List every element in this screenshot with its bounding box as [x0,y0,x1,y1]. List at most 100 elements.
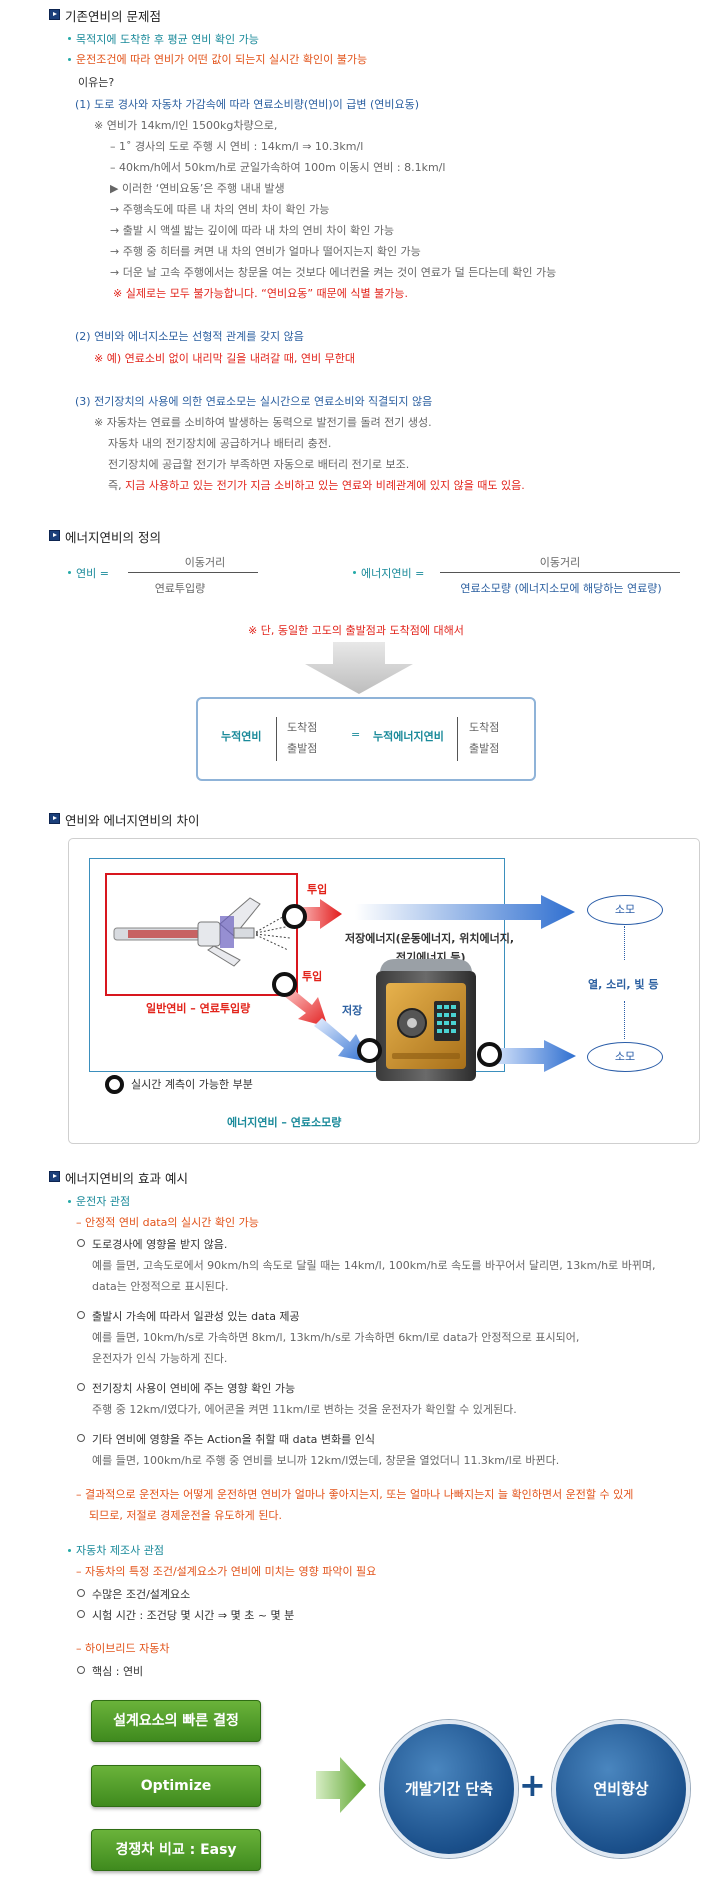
section-bullet-icon [49,530,60,541]
formula-label: 연비 = [76,567,109,580]
bullet-dot-icon [68,571,71,574]
circle-bullet-icon [77,1383,85,1391]
energy-fuel-region [89,858,505,1072]
note-text: ※ 연비가 14km/l인 1500kg차량으로, [94,119,278,132]
formula-label: 에너지연비 = [361,567,425,580]
formula-denominator: 연료투입량 [154,582,206,595]
section-bullet-icon [49,813,60,824]
normal-fuel-region [105,873,298,996]
detail-text: – 1˚ 경사의 도로 주행 시 연비 : 14km/l ⇒ 10.3km/l [110,140,364,153]
bullet-dot-icon [68,37,71,40]
warning-text: ※ 예) 연료소비 없이 내리막 길을 내려갈 때, 연비 무한대 [94,352,355,365]
bullet-dot-icon [68,1200,71,1203]
formula-numerator: 이동거리 [184,556,226,569]
realtime-legend-icon [105,1075,124,1094]
optimize-button: Optimize [91,1765,261,1807]
maker-item: 수많은 조건/설계요소 [92,1588,191,1601]
problem-item: 운전조건에 따라 연비가 어떤 값이 되는지 실시간 확인이 불가능 [76,53,368,66]
note-text: ※ 자동차는 연료를 소비하여 발생하는 동력으로 발전기를 돌려 전기 생성. [94,416,432,429]
cumulative-fuel-label: 누적연비 [221,730,262,743]
formula-numerator: 이동거리 [539,556,581,569]
circle-bullet-icon [77,1589,85,1597]
perspective-heading: 운전자 관점 [76,1195,131,1208]
effect-detail: 주행 중 12km/l였다가, 에어콘을 켜면 11km/l로 변하는 것을 운… [92,1403,517,1416]
hybrid-heading: – 하이브리드 자동차 [76,1642,170,1655]
question-text: 이유는? [78,76,115,89]
detail-text: → 주행 중 히터를 켜면 내 차의 연비가 얼마나 떨어지는지 확인 가능 [110,245,421,258]
dotted-connector [624,926,625,960]
perspective-subheading: – 안정적 연비 data의 실시간 확인 가능 [76,1216,259,1229]
hybrid-item: 핵심 : 연비 [92,1665,144,1678]
detail-text: – 40km/h에서 50km/h로 균일가속하여 100m 이동시 연비 : … [110,161,446,174]
detail-text: 전기장치에 공급할 전기가 부족하면 자동으로 배터리 전기로 보조. [108,458,410,471]
circle-bullet-icon [77,1239,85,1247]
maker-item: 시험 시간 : 조건당 몇 시간 ⇒ 몇 초 ~ 몇 분 [92,1609,295,1622]
measure-point-icon [272,972,297,997]
stored-energy-text: 저장에너지(운동에너지, 위치에너지, [345,932,515,945]
fuel-efficiency-circle: 연비향상 [552,1720,690,1858]
circle-bullet-icon [77,1434,85,1442]
effect-item: 기타 연비에 영향을 주는 Action을 취할 때 data 변화를 인식 [92,1433,375,1446]
consume-node: 소모 [587,895,663,925]
dev-period-circle: 개발기간 단축 [380,1720,518,1858]
section-title: 에너지연비의 효과 예시 [65,1171,188,1186]
section-bullet-icon [49,1171,60,1182]
effect-detail: data는 안정적으로 표시된다. [92,1280,229,1293]
reason-heading: (1) 도로 경사와 자동차 가감속에 따라 연료소비량(연비)이 급변 (연비… [75,98,420,111]
detail-prefix: 즉, [108,479,126,492]
circle-bullet-icon [77,1610,85,1618]
consume-arrow-icon [355,895,575,929]
detail-text: ▶ 이러한 ‘연비요동’은 주행 내내 발생 [110,182,285,195]
endpoint-label: 도착점 [287,721,318,734]
plus-sign: + [519,1766,546,1804]
detail-text: 즉, 지금 사용하고 있는 전기가 지금 소비하고 있는 연료와 비례관계에 있… [108,477,525,493]
fuel-injector-icon [113,897,291,967]
consume-arrow-icon [486,1040,576,1072]
effect-detail: 운전자가 인식 가능하게 진다. [92,1352,228,1365]
endpoint-label: 도착점 [469,721,500,734]
problem-item: 목적지에 도착한 후 평균 연비 확인 가능 [76,33,259,46]
input-arrow-icon [280,985,328,1027]
realtime-legend-text: 실시간 계측이 가능한 부분 [131,1078,253,1091]
section-bullet-icon [49,9,60,20]
consume-node: 소모 [587,1042,663,1072]
right-arrow-icon [316,1757,366,1813]
startpoint-label: 출발점 [287,742,318,755]
bullet-dot-icon [68,1549,71,1552]
safe-icon [376,959,476,1081]
formula-denominator: 연료소모량 (에너지소모에 해당하는 연료량) [460,582,662,595]
perspective-heading: 자동차 제조사 관점 [76,1544,164,1557]
measure-point-icon [477,1042,502,1067]
circle-bullet-icon [77,1311,85,1319]
design-decision-button: 설계요소의 빠른 결정 [91,1700,261,1742]
effect-detail: 예를 들면, 100km/h로 주행 중 연비를 보니까 12km/l였는데, … [92,1454,560,1467]
perspective-subheading: – 자동차의 특정 조건/설계요소가 연비에 미치는 영향 파악이 필요 [76,1565,377,1578]
warning-text: ※ 실제로는 모두 불가능합니다. “연비요동” 때문에 식별 불가능. [113,287,408,300]
input-label: 투입 [302,970,323,983]
energy-fuel-caption: 에너지연비 – 연료소모량 [227,1116,342,1129]
cumulative-energy-fuel-label: 누적에너지연비 [373,730,444,743]
startpoint-label: 출발점 [469,742,500,755]
condition-note: ※ 단, 동일한 고도의 출발점과 도착점에 대해서 [248,624,464,637]
store-arrow-icon [314,1018,370,1062]
bullet-dot-icon [68,58,71,61]
bullet-dot-icon [353,571,356,574]
warning-text: 지금 사용하고 있는 전기가 지금 소비하고 있는 연료와 비례관계에 있지 않… [125,479,525,492]
effect-item: 도로경사에 영향을 받지 않음. [92,1238,228,1251]
normal-fuel-caption: 일반연비 – 연료투입량 [146,1002,251,1015]
heat-sound-light-label: 열, 소리, 빛 등 [588,978,659,991]
measure-point-icon [357,1038,382,1063]
detail-text: 자동차 내의 전기장치에 공급하거나 배터리 충전. [108,437,332,450]
reason-heading: (3) 전기장치의 사용에 의한 연료소모는 실시간으로 연료소비와 직결되지 … [75,395,433,408]
equals-sign: = [351,728,361,741]
detail-text: → 주행속도에 따른 내 차의 연비 차이 확인 가능 [110,203,330,216]
detail-text: → 더운 날 고속 주행에서는 창문을 여는 것보다 에너컨을 켜는 것이 연료… [110,266,557,279]
store-label: 저장 [342,1004,363,1017]
fraction-line [128,572,258,573]
conclusion-text: – 결과적으로 운전자는 어떻게 운전하면 연비가 얼마나 좋아지는지, 또는 … [76,1488,634,1501]
fraction-line [440,572,680,573]
bracket-line [457,717,458,761]
section-title: 연비와 에너지연비의 차이 [65,813,200,828]
input-arrow-icon [290,899,342,929]
bracket-line [276,717,277,761]
